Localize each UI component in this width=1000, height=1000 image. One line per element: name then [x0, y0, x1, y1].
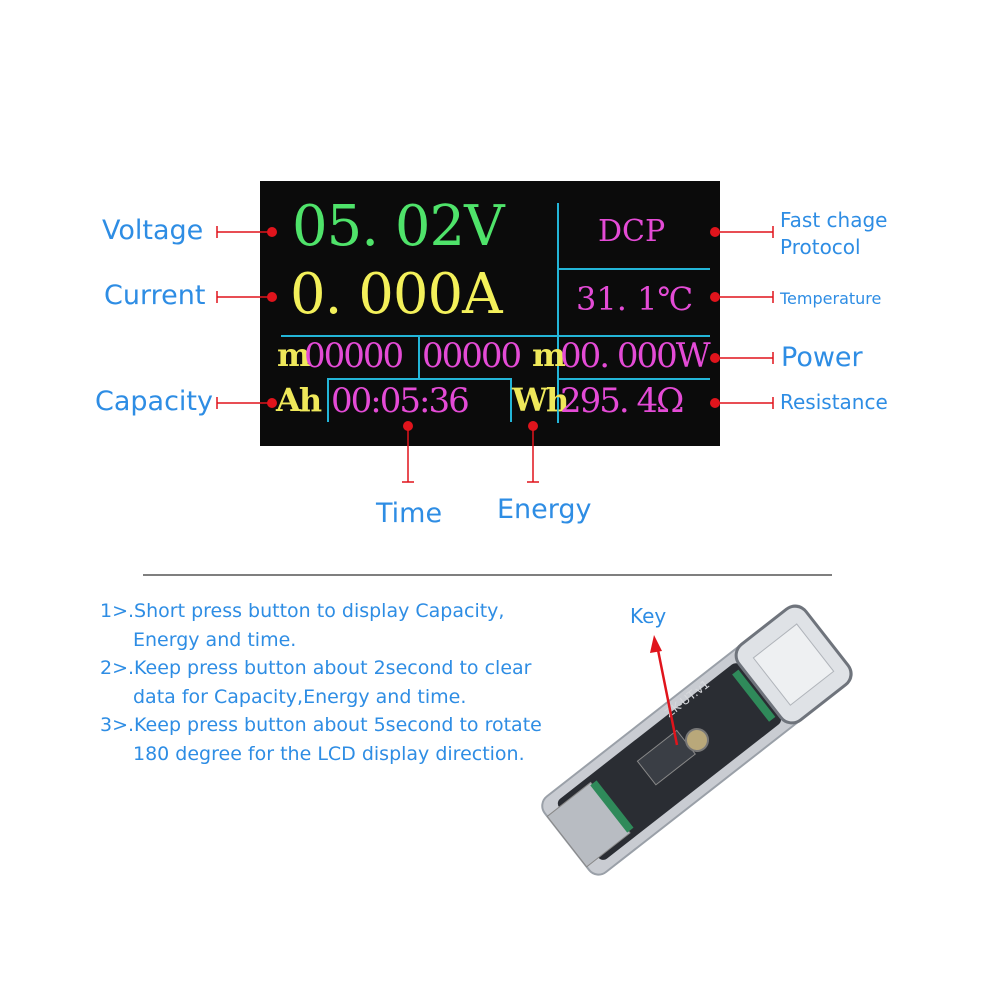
energy-unit: Wh	[512, 381, 569, 419]
marker-dot	[710, 353, 720, 363]
label-current: Current	[104, 280, 206, 311]
current-pointer	[216, 291, 272, 303]
label-time: Time	[376, 498, 443, 529]
lcd-screen: 05. 02V 0. 000A DCP 31. 1℃ m 00000 00000…	[260, 181, 720, 446]
key-button	[685, 728, 709, 752]
label-temperature: Temperature	[780, 289, 882, 308]
marker-dot	[267, 227, 277, 237]
label-resistance: Resistance	[780, 390, 888, 414]
instruction-2-cont: data for Capacity,Energy and time.	[133, 685, 467, 708]
instruction-2: 2>.Keep press button about 2second to cl…	[100, 657, 532, 679]
label-capacity: Capacity	[95, 386, 213, 417]
divider	[557, 203, 559, 423]
temperature-readout: 31. 1℃	[576, 280, 694, 318]
energy-value: 00000	[422, 336, 522, 376]
protocol-pointer	[715, 226, 774, 238]
instruction-1-cont: Energy and time.	[133, 628, 297, 651]
label-power: Power	[781, 342, 863, 373]
instruction-1: 1>.Short press button to display Capacit…	[100, 600, 505, 622]
marker-dot	[528, 421, 538, 431]
voltage-pointer	[216, 226, 272, 238]
temperature-pointer	[715, 291, 774, 303]
label-protocol: Protocol	[780, 235, 861, 259]
resistance-readout: 295. 4Ω	[560, 381, 684, 421]
instruction-3-cont: 180 degree for the LCD display direction…	[133, 742, 525, 765]
marker-dot	[710, 227, 720, 237]
energy-prefix: m	[532, 336, 566, 374]
divider	[418, 335, 420, 379]
marker-dot	[710, 292, 720, 302]
label-key: Key	[630, 604, 667, 628]
energy-pointer	[527, 426, 539, 483]
device-photo: ZK-UT.v1	[525, 600, 870, 880]
divider	[327, 378, 511, 380]
time-readout: 00:05:36	[331, 381, 470, 421]
divider	[557, 268, 710, 270]
resistance-pointer	[715, 397, 774, 409]
capacity-value: 00000	[304, 336, 404, 376]
marker-dot	[267, 398, 277, 408]
time-pointer	[402, 426, 414, 483]
divider	[510, 378, 512, 422]
instructions: 1>.Short press button to display Capacit…	[100, 597, 542, 768]
label-energy: Energy	[497, 494, 592, 525]
usb-meter-device	[541, 604, 853, 876]
power-pointer	[715, 352, 774, 364]
current-readout: 0. 000A	[290, 262, 503, 327]
voltage-readout: 05. 02V	[292, 194, 505, 259]
label-voltage: Voltage	[102, 215, 204, 246]
divider	[327, 378, 329, 422]
marker-dot	[403, 421, 413, 431]
power-readout: 00. 000W	[560, 336, 711, 376]
capacity-unit: Ah	[276, 381, 322, 419]
marker-dot	[267, 292, 277, 302]
marker-dot	[710, 398, 720, 408]
instruction-3: 3>.Keep press button about 5second to ro…	[100, 714, 542, 736]
capacity-pointer	[216, 397, 272, 409]
label-fast-charge: Fast chage	[780, 208, 888, 232]
protocol-readout: DCP	[598, 214, 666, 249]
capacity-prefix: m	[277, 336, 311, 374]
divider	[557, 378, 710, 380]
divider	[281, 335, 710, 337]
